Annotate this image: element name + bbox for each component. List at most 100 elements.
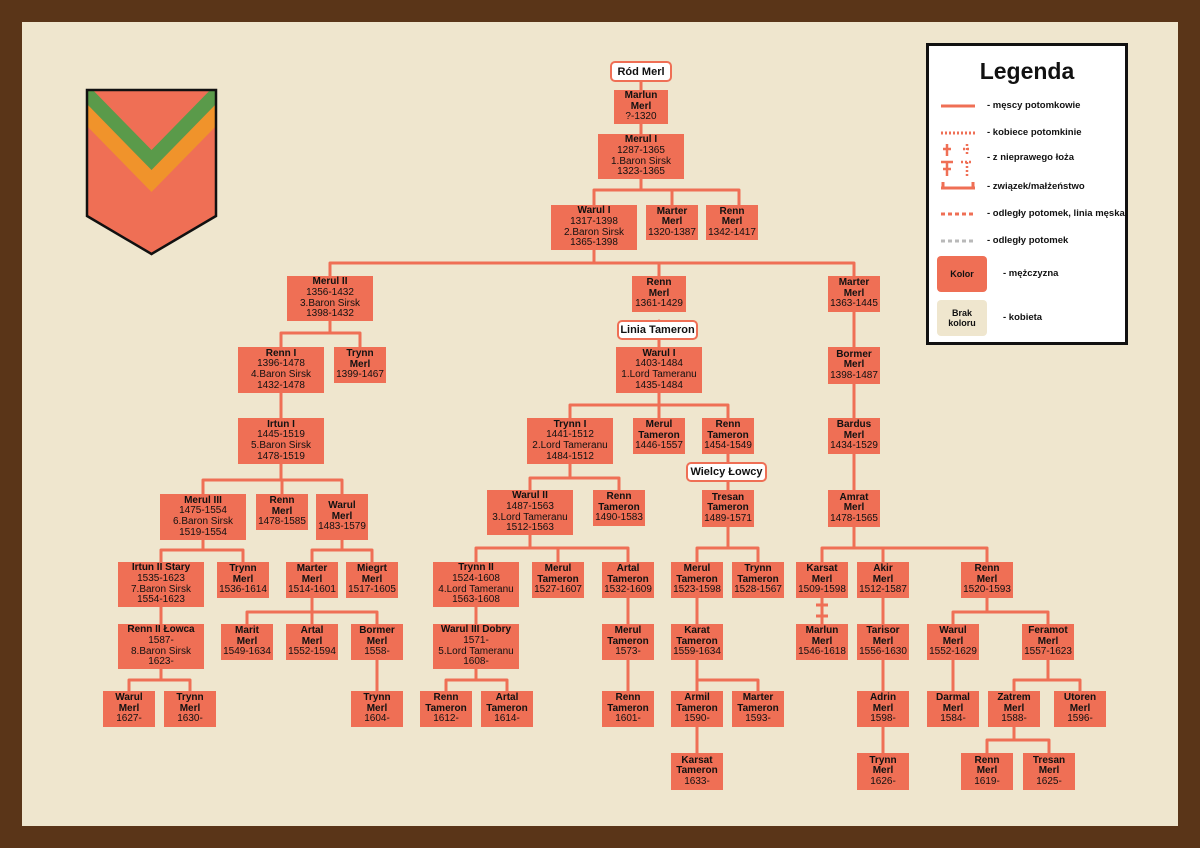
person-detail: Merl — [648, 287, 670, 299]
person-detail: 1552-1629 — [929, 646, 977, 658]
person-detail: 1633- — [684, 775, 710, 787]
person-name: Amrat — [839, 491, 869, 503]
dotted-line-icon — [941, 131, 975, 135]
person-detail: Tameron — [486, 702, 528, 714]
person-detail: 1.Baron Sirsk — [610, 155, 672, 167]
person-name: Adrin — [869, 692, 897, 704]
person-detail: Tameron — [537, 573, 579, 585]
person-name: Warul II — [512, 490, 548, 502]
person-detail: Tameron — [638, 429, 680, 441]
person-detail: 1590- — [684, 713, 710, 725]
person-detail: Tameron — [707, 502, 749, 514]
person-detail: 1356-1432 — [306, 286, 354, 298]
person-name: Renn — [615, 692, 641, 704]
person-name: Trynn — [229, 563, 257, 575]
branch-label-tameron: Linia Tameron — [617, 320, 698, 340]
person-name: Merul — [544, 563, 572, 575]
person-detail: Merl — [236, 635, 258, 647]
person-name: Artal — [495, 692, 519, 704]
person-detail: Merl — [942, 702, 964, 714]
person-detail: Tameron — [707, 429, 749, 441]
person-name: Tresan — [1032, 754, 1066, 766]
person-name: Renn — [646, 277, 672, 289]
person-detail: 1554-1623 — [137, 594, 185, 606]
legend-text: - związek/małżeństwo — [987, 181, 1085, 192]
person-name: Warul III Dobry — [440, 624, 512, 636]
person-detail: 1478-1585 — [258, 516, 306, 528]
person-name: Karsat — [806, 563, 838, 575]
person-detail: 1527-1607 — [534, 584, 582, 596]
person-detail: 1.Lord Tameranu — [621, 369, 697, 380]
person-detail: Merl — [118, 702, 140, 714]
person-detail: Merl — [366, 702, 388, 714]
person-detail: Merl — [179, 702, 201, 714]
person-detail: Merl — [811, 635, 833, 647]
person-detail: 1630- — [177, 713, 203, 725]
person-detail: 1601- — [615, 713, 641, 725]
person-detail: ?-1320 — [625, 111, 657, 123]
person-detail: Merl — [976, 573, 998, 585]
person-name: Merul II — [312, 276, 348, 288]
person-detail: Merl — [301, 573, 323, 585]
legend-text: - mężczyzna — [1003, 268, 1059, 279]
person-detail: Merl — [1069, 702, 1091, 714]
person-detail: Merl — [843, 287, 865, 299]
person-detail: 1536-1614 — [219, 584, 267, 596]
person-detail: Tameron — [607, 635, 649, 647]
person-detail: 1446-1557 — [635, 440, 683, 452]
person-detail: Merl — [721, 216, 743, 228]
person-detail: 1445-1519 — [257, 429, 305, 441]
person-detail: 1559-1634 — [673, 646, 721, 658]
person-detail: Merl — [942, 635, 964, 647]
person-detail: 4.Baron Sirsk — [250, 369, 312, 380]
person-detail: 1556-1630 — [859, 646, 907, 658]
person-detail: 1523-1598 — [673, 584, 721, 596]
legend-text: - odległy potomek, linia męska — [987, 208, 1125, 219]
person-detail: 1549-1634 — [223, 646, 271, 658]
person-detail: 1614- — [494, 713, 520, 725]
person-detail: 1432-1478 — [257, 379, 305, 391]
person-name: Marlun — [624, 90, 658, 102]
person-detail: 4.Lord Tameranu — [438, 583, 514, 595]
person-detail: 1520-1593 — [963, 584, 1011, 596]
person-detail: 1398-1432 — [306, 308, 354, 320]
person-detail: 1454-1549 — [704, 440, 752, 452]
person-detail: 1509-1598 — [798, 584, 846, 596]
person-name: Bardus — [836, 419, 872, 431]
person-name: Marter — [296, 563, 328, 575]
legend-item-bastard: - z nieprawego łoża — [929, 144, 1125, 176]
person-detail: Merl — [872, 765, 894, 777]
person-name: Renn — [606, 491, 632, 503]
person-name: Tarisor — [866, 625, 900, 637]
nocolor-swatch: Brak koloru — [937, 300, 987, 336]
legend-item-distant-male: - odległy potomek, linia męska — [929, 206, 1125, 222]
person-detail: 1519-1554 — [179, 526, 227, 538]
